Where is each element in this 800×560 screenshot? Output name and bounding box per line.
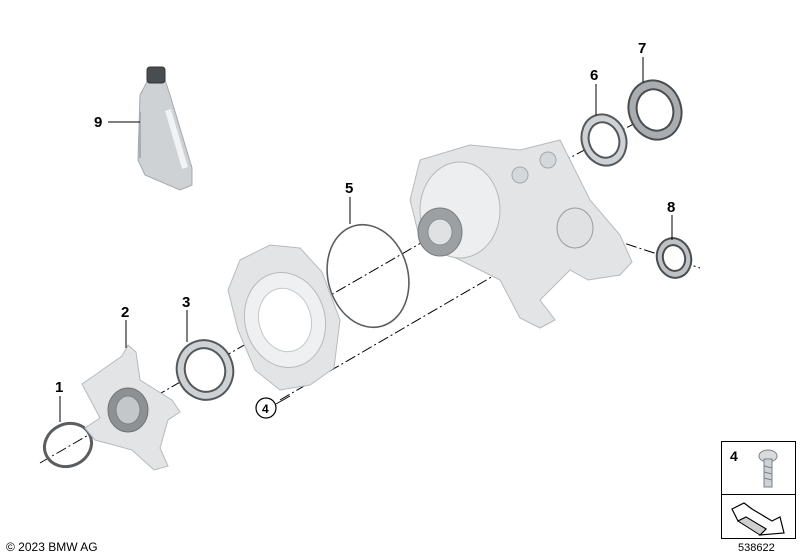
leader-4 (275, 395, 291, 405)
arrow-direction-icon (731, 502, 785, 536)
callout-4-circle (255, 397, 277, 419)
seal-8-part (655, 237, 693, 279)
callout-4: 4 (262, 402, 269, 416)
copyright-text: © 2023 BMW AG (6, 540, 98, 554)
o-ring-part (326, 223, 410, 329)
oil-bottle-part (137, 66, 193, 191)
callout-3: 3 (182, 294, 190, 311)
housing-cover-part (227, 244, 341, 391)
callout-6: 6 (590, 67, 598, 84)
differential-housing-part (409, 139, 633, 329)
callout-2: 2 (121, 304, 129, 321)
seal-7-part (627, 79, 683, 141)
callout-8: 8 (667, 199, 675, 216)
shaft-seal-part (175, 339, 235, 401)
screw-icon (758, 449, 778, 488)
legend-divider (722, 494, 795, 495)
drawing-number: 538622 (738, 542, 775, 554)
callout-9: 9 (94, 114, 102, 131)
callout-5: 5 (345, 180, 353, 197)
seal-6-part (580, 113, 628, 167)
output-flange-part (81, 344, 181, 471)
legend-part-number: 4 (730, 448, 738, 464)
circlip-part (43, 421, 93, 469)
callout-7: 7 (638, 40, 646, 57)
callout-1: 1 (55, 379, 63, 396)
part-legend-box: 4 (721, 441, 796, 539)
